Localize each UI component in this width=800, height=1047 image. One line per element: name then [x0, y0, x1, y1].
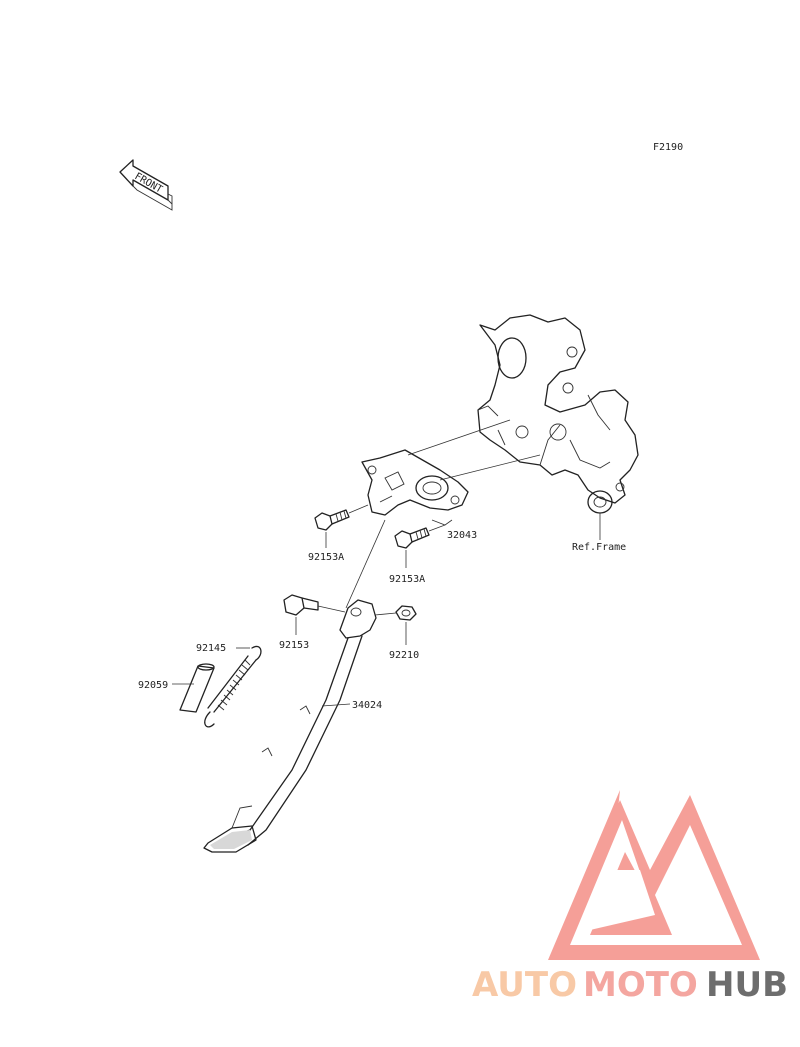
watermark-brand-moto: MOTO: [583, 965, 698, 1005]
spring-part-92145: [204, 645, 262, 728]
bolt-part-92153a-left: [314, 509, 350, 531]
watermark-logo: [548, 790, 760, 960]
ref-frame-label: Ref.Frame: [572, 542, 626, 553]
watermark-brand-auto: AUTO: [472, 965, 577, 1005]
side-stand-part-34024: [203, 599, 377, 853]
part-label-92153a-right: 92153A: [389, 574, 425, 585]
part-label-92153a-left: 92153A: [308, 552, 344, 563]
collar-part-92059: [179, 663, 215, 713]
part-label-34024: 34024: [352, 700, 382, 711]
bolt-part-92153: [283, 594, 319, 616]
part-label-92059: 92059: [138, 680, 168, 691]
frame-reference-part: [477, 314, 639, 514]
part-label-92210: 92210: [389, 650, 419, 661]
part-label-32043: 32043: [447, 530, 477, 541]
part-label-92145: 92145: [196, 643, 226, 654]
diagram-code: F2190: [653, 142, 683, 153]
bolt-part-92153a-right: [394, 527, 430, 549]
bracket-part-32043: [361, 449, 469, 516]
part-label-92153: 92153: [279, 640, 309, 651]
nut-part-92210: [395, 605, 417, 621]
watermark-brand-hub: HUB: [706, 965, 788, 1005]
front-arrow-icon: FRONT: [119, 159, 173, 211]
